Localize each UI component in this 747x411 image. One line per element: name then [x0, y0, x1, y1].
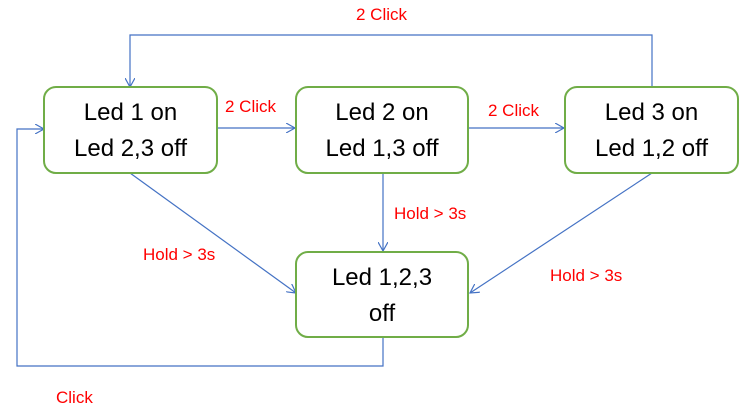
- node-led1-line2: Led 2,3 off: [74, 135, 187, 162]
- edge-labels: 2 Click 2 Click 2 Click Hold > 3s Hold >…: [56, 5, 622, 407]
- node-off: Led 1,2,3 off: [295, 251, 469, 338]
- node-led3-box: [564, 86, 739, 174]
- node-led1-line1: Led 1 on: [84, 99, 177, 126]
- edge-led1-to-off: [129, 172, 296, 293]
- label-led3-to-off: Hold > 3s: [550, 266, 622, 285]
- node-off-line1: Led 1,2,3: [332, 264, 432, 291]
- node-led2: Led 2 on Led 1,3 off: [295, 86, 469, 174]
- node-off-line2: off: [369, 300, 396, 327]
- node-led1: Led 1 on Led 2,3 off: [43, 86, 218, 174]
- node-led1-box: [43, 86, 218, 174]
- label-off-to-led1: Click: [56, 388, 93, 407]
- node-led3-line1: Led 3 on: [605, 99, 698, 126]
- label-led1-to-off: Hold > 3s: [143, 245, 215, 264]
- node-off-box: [295, 251, 469, 338]
- label-led1-to-led2: 2 Click: [225, 97, 277, 116]
- edge-led3-to-off: [470, 172, 653, 293]
- label-led3-to-led1: 2 Click: [356, 5, 408, 24]
- edge-off-to-led1: [16, 129, 384, 367]
- label-led2-to-led3: 2 Click: [488, 101, 540, 120]
- edge-led3-to-led1: [130, 34, 653, 87]
- node-led3: Led 3 on Led 1,2 off: [564, 86, 739, 174]
- node-led2-line1: Led 2 on: [335, 99, 428, 126]
- node-led2-line2: Led 1,3 off: [326, 135, 439, 162]
- node-led3-line2: Led 1,2 off: [595, 135, 708, 162]
- label-led2-to-off: Hold > 3s: [394, 204, 466, 223]
- node-led2-box: [295, 86, 469, 174]
- edges: [16, 34, 653, 367]
